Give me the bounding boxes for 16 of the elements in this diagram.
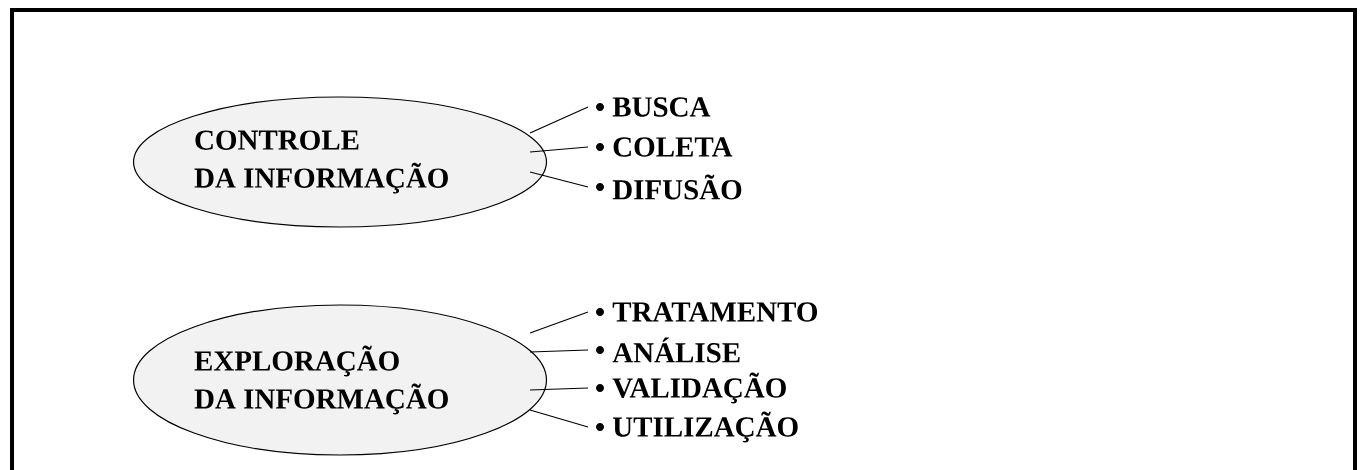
connector-line [529, 146, 589, 153]
connector-line [529, 311, 589, 334]
connector-line [529, 171, 589, 188]
ellipse-node: CONTROLE DA INFORMAÇÃO [132, 96, 548, 228]
ellipse-node: EXPLORAÇÃO DA INFORMAÇÃO [132, 304, 548, 456]
bullet-item: ANÁLISE [596, 337, 740, 363]
bullet-item: BUSCA [596, 97, 711, 117]
bullet-item: DIFUSÃO [596, 174, 742, 200]
connector-line [529, 106, 589, 134]
connector-line [529, 409, 589, 428]
bullet-item: UTILIZAÇÃO [596, 411, 798, 443]
connector-line [529, 349, 589, 353]
bullet-item: TRATAMENTO [596, 302, 818, 322]
connector-line [529, 387, 589, 391]
bullet-item: COLETA [596, 137, 733, 157]
bullet-item: VALIDAÇÃO [596, 372, 786, 404]
